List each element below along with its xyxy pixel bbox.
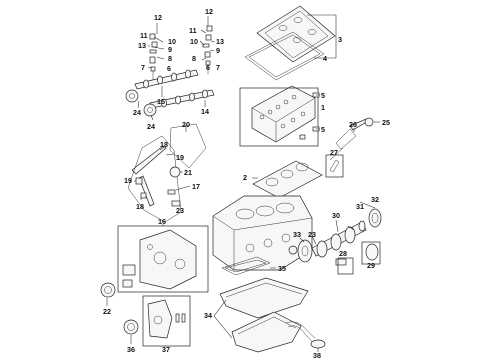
- rear-main-seal: [368, 208, 382, 228]
- callout-8-right: 8: [192, 54, 196, 63]
- callout-21: 21: [184, 168, 192, 177]
- chain-tensioner: [135, 166, 181, 207]
- cylinder-head-box: [239, 87, 319, 147]
- callout-23: 23: [176, 206, 184, 215]
- callout-22: 22: [103, 307, 111, 316]
- callout-27: 27: [330, 148, 338, 157]
- cam-sprocket-lower: [143, 103, 157, 117]
- valve-cover-gasket: [244, 31, 325, 81]
- callout-7-left: 7: [141, 63, 145, 72]
- oil-pan-gasket: [221, 256, 271, 276]
- callout-12-right: 12: [205, 7, 213, 16]
- timing-cover: [122, 229, 197, 290]
- callout-35: 35: [278, 264, 286, 273]
- callout-33: 33: [293, 230, 301, 239]
- callout-8-left: 8: [168, 54, 172, 63]
- callout-31: 31: [356, 202, 364, 211]
- oil-pump-seal: [123, 319, 139, 335]
- callout-10-right: 10: [190, 37, 198, 46]
- crankshaft: [311, 221, 367, 258]
- head-gasket: [252, 160, 323, 199]
- timing-belt-upper: [169, 123, 207, 169]
- crank-sprocket: [288, 245, 298, 255]
- callout-5-lower: 5: [321, 125, 325, 134]
- callout-20: 20: [182, 120, 190, 129]
- valve-train-group: [149, 25, 213, 80]
- camshaft-upper: [134, 69, 199, 90]
- callout-34: 34: [204, 311, 212, 320]
- callout-12-left: 12: [154, 13, 162, 22]
- callout-14: 14: [201, 107, 209, 116]
- callout-7-right: 7: [216, 63, 220, 72]
- upper-oil-pan: [219, 277, 309, 319]
- callout-17: 17: [192, 182, 200, 191]
- main-bearing-detail: [335, 243, 379, 266]
- lifters: [329, 117, 374, 161]
- oil-pickup-tube: [285, 321, 326, 349]
- callout-24-lower: 24: [147, 122, 155, 131]
- callout-38: 38: [313, 351, 321, 360]
- callout-2: 2: [243, 173, 247, 182]
- callout-32: 32: [371, 195, 379, 204]
- callout-19-lower: 19: [124, 176, 132, 185]
- callout-37: 37: [162, 345, 170, 354]
- lower-oil-pan: [231, 311, 302, 353]
- callout-labels: 12 11 10 13 9 8 7 12 11 13 10 9 8 7 6 6 …: [103, 7, 390, 360]
- callout-30: 30: [332, 211, 340, 220]
- thrust-washer: [358, 220, 366, 232]
- callout-6-left: 6: [167, 64, 171, 73]
- callout-24-upper: 24: [133, 108, 141, 117]
- callout-29: 29: [367, 261, 375, 270]
- callout-19-upper: 19: [176, 153, 184, 162]
- callout-23-crank: 23: [308, 230, 316, 239]
- callout-18-upper: 18: [160, 140, 168, 149]
- callout-13-right: 13: [216, 37, 224, 46]
- cam-sprocket-upper: [125, 89, 139, 103]
- oil-pump: [147, 299, 186, 339]
- callout-18-lower: 18: [136, 202, 144, 211]
- callout-3: 3: [338, 35, 342, 44]
- cylinder-head: [251, 85, 316, 143]
- front-seal: [100, 282, 116, 298]
- callout-10-left: 10: [168, 37, 176, 46]
- callout-1: 1: [321, 103, 325, 112]
- callout-15: 15: [157, 97, 165, 106]
- camshaft-lower: [149, 89, 215, 109]
- callout-36: 36: [127, 345, 135, 354]
- lifter-detail: [329, 159, 340, 173]
- callout-13-left: 13: [138, 41, 146, 50]
- lifter-detail-box: [325, 154, 344, 178]
- callout-11-right: 11: [189, 26, 197, 35]
- callout-5-upper: 5: [321, 91, 325, 100]
- callout-6-right: 6: [206, 63, 210, 72]
- callout-28: 28: [339, 249, 347, 258]
- crank-pulley: [297, 239, 313, 263]
- oil-pump-box: [142, 295, 191, 347]
- callout-9-left: 9: [168, 45, 172, 54]
- callout-25: 25: [382, 118, 390, 127]
- callout-4: 4: [323, 54, 327, 63]
- callout-16: 16: [158, 217, 166, 226]
- callout-11-left: 11: [140, 31, 148, 40]
- leader-lines: [106, 14, 381, 352]
- callout-9-right: 9: [216, 46, 220, 55]
- callout-26: 26: [349, 120, 357, 129]
